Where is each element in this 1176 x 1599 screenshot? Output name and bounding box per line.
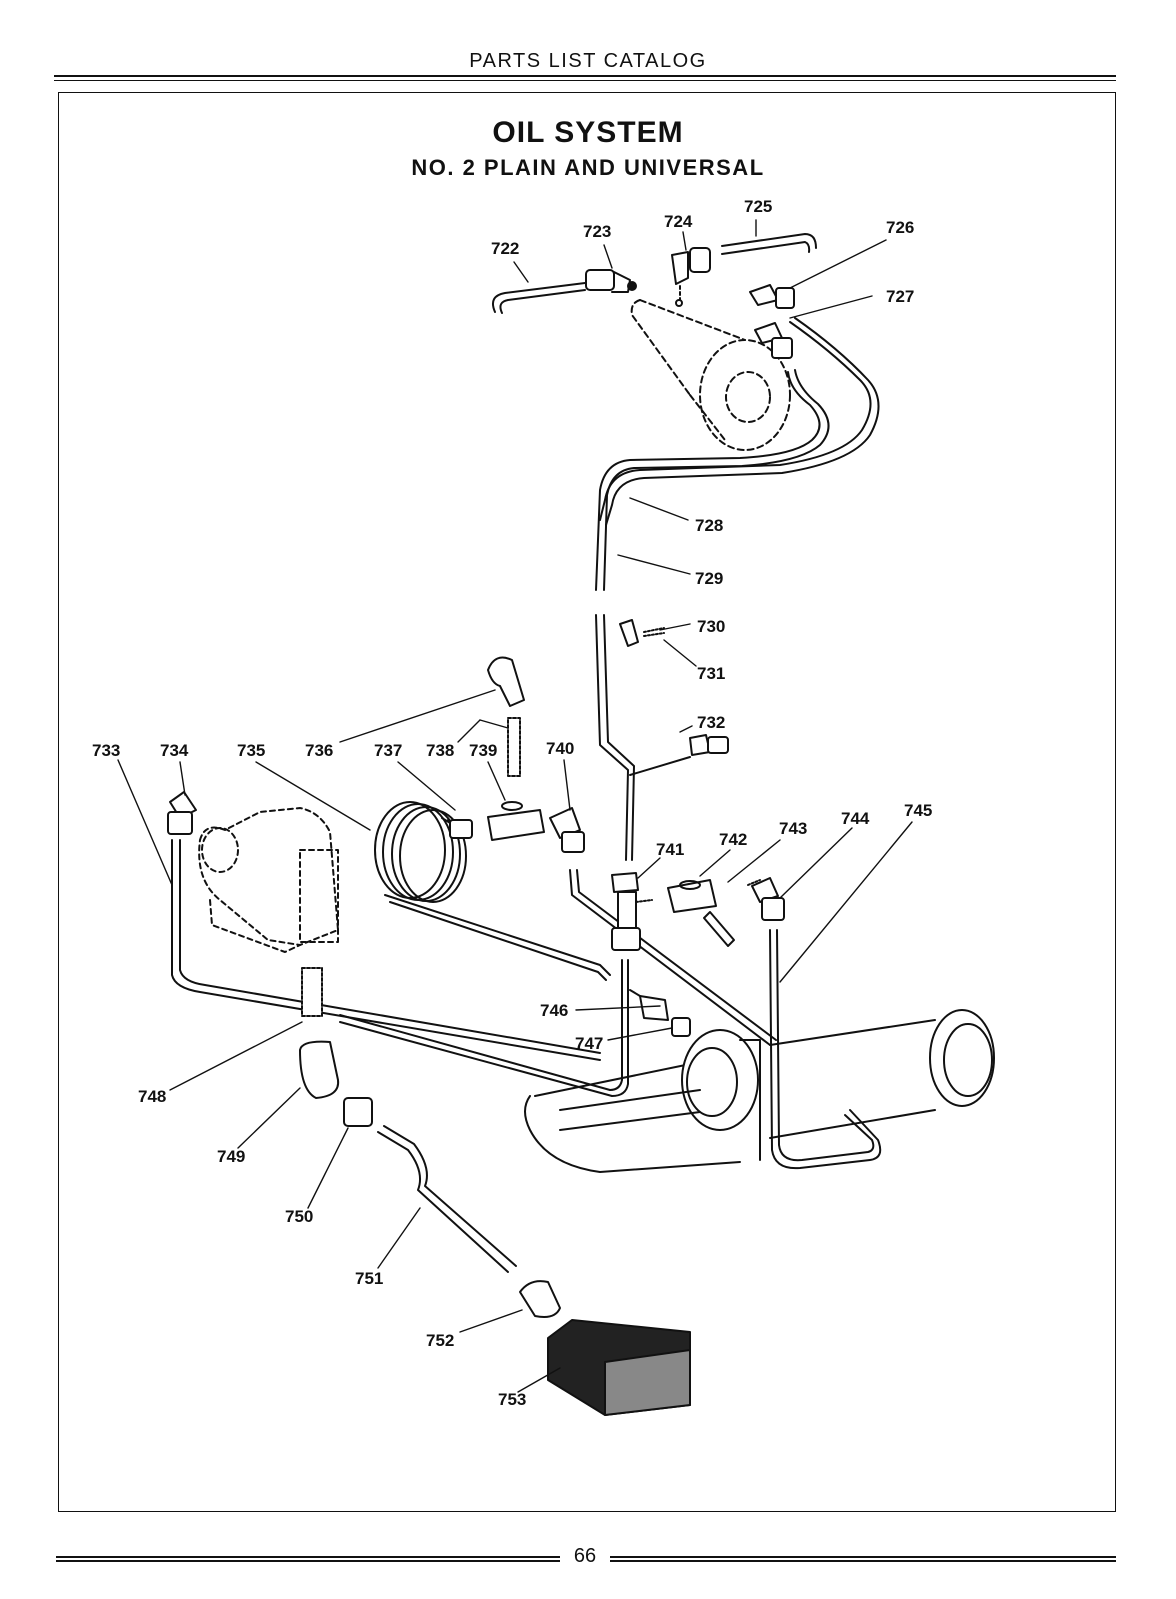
part-733-pipe xyxy=(171,839,601,1061)
part-label-726: 726 xyxy=(886,218,914,237)
part-label-724: 724 xyxy=(664,212,693,231)
page-number: 66 xyxy=(560,1545,610,1568)
part-label-746: 746 xyxy=(540,1001,568,1020)
part-742-tee xyxy=(667,879,717,913)
part-label-749: 749 xyxy=(217,1147,245,1166)
part-label-753: 753 xyxy=(498,1390,526,1409)
part-726-fitting xyxy=(749,284,795,309)
part-label-741: 741 xyxy=(656,840,684,859)
part-label-733: 733 xyxy=(92,741,120,760)
part-743-plug xyxy=(703,879,761,947)
part-729-pipe xyxy=(595,369,830,591)
spindle-housing xyxy=(524,1009,995,1173)
catalog-header: PARTS LIST CATALOG xyxy=(469,50,707,72)
footer-rule-right xyxy=(608,1556,1116,1562)
part-731-screw xyxy=(643,627,665,637)
part-label-751: 751 xyxy=(355,1269,383,1288)
vertical-riser-pipe xyxy=(595,614,691,861)
part-label-752: 752 xyxy=(426,1331,454,1350)
part-725-pipe xyxy=(721,233,817,255)
part-737-coil xyxy=(374,801,611,981)
part-737-end-fitting xyxy=(449,819,473,839)
part-label-737: 737 xyxy=(374,741,402,760)
part-746-fitting xyxy=(629,989,669,1021)
part-723-elbow xyxy=(585,269,637,293)
diagram-title: OIL SYSTEM xyxy=(492,116,684,149)
part-749-elbow xyxy=(299,1040,340,1099)
diagram-frame xyxy=(58,92,1116,1512)
footer-rule-left xyxy=(56,1556,562,1562)
diagram-subtitle: NO. 2 PLAIN AND UNIVERSAL xyxy=(411,155,765,180)
part-739-tee xyxy=(487,801,545,841)
part-label-736: 736 xyxy=(305,741,333,760)
part-label-744: 744 xyxy=(841,809,870,828)
part-724-fitting xyxy=(671,247,711,307)
part-736-elbow xyxy=(487,656,525,707)
leader-lines xyxy=(117,219,913,1393)
part-722-pipe xyxy=(492,282,586,314)
header-rule-top xyxy=(54,75,1116,77)
part-751-pipe xyxy=(377,1125,517,1273)
part-732-fitting xyxy=(689,734,729,756)
header-rule-bottom xyxy=(54,80,1116,81)
part-738-nipple xyxy=(507,717,521,777)
part-730-clip xyxy=(619,619,639,647)
part-744-elbow xyxy=(751,877,785,921)
part-727-fitting xyxy=(754,322,793,359)
part-label-728: 728 xyxy=(695,516,723,535)
part-750-fitting xyxy=(343,1097,373,1127)
part-748-nipple xyxy=(301,967,323,1017)
part-label-735: 735 xyxy=(237,741,265,760)
part-735-pump xyxy=(198,807,339,953)
part-label-750: 750 xyxy=(285,1207,313,1226)
oil-tank xyxy=(630,299,791,451)
part-label-722: 722 xyxy=(491,239,519,258)
part-label-723: 723 xyxy=(583,222,611,241)
part-label-739: 739 xyxy=(469,741,497,760)
part-752-fitting xyxy=(519,1280,561,1318)
part-747-nut xyxy=(671,1017,691,1037)
part-label-743: 743 xyxy=(779,819,807,838)
part-753-filter-block xyxy=(547,1319,691,1416)
part-label-731: 731 xyxy=(697,664,725,683)
part-label-727: 727 xyxy=(886,287,914,306)
part-label-734: 734 xyxy=(160,741,189,760)
part-label-742: 742 xyxy=(719,830,747,849)
part-728-pipe xyxy=(599,317,880,526)
part-label-738: 738 xyxy=(426,741,454,760)
part-741-tee-assembly xyxy=(339,872,653,1097)
part-label-729: 729 xyxy=(695,569,723,588)
part-label-725: 725 xyxy=(744,197,772,216)
part-label-747: 747 xyxy=(575,1034,603,1053)
part-label-730: 730 xyxy=(697,617,725,636)
part-745-pipe xyxy=(769,929,882,1170)
part-label-748: 748 xyxy=(138,1087,166,1106)
part-740-elbow xyxy=(549,807,777,1046)
part-label-740: 740 xyxy=(546,739,574,758)
part-734-elbow xyxy=(167,791,197,835)
part-label-745: 745 xyxy=(904,801,932,820)
part-label-732: 732 xyxy=(697,713,725,732)
